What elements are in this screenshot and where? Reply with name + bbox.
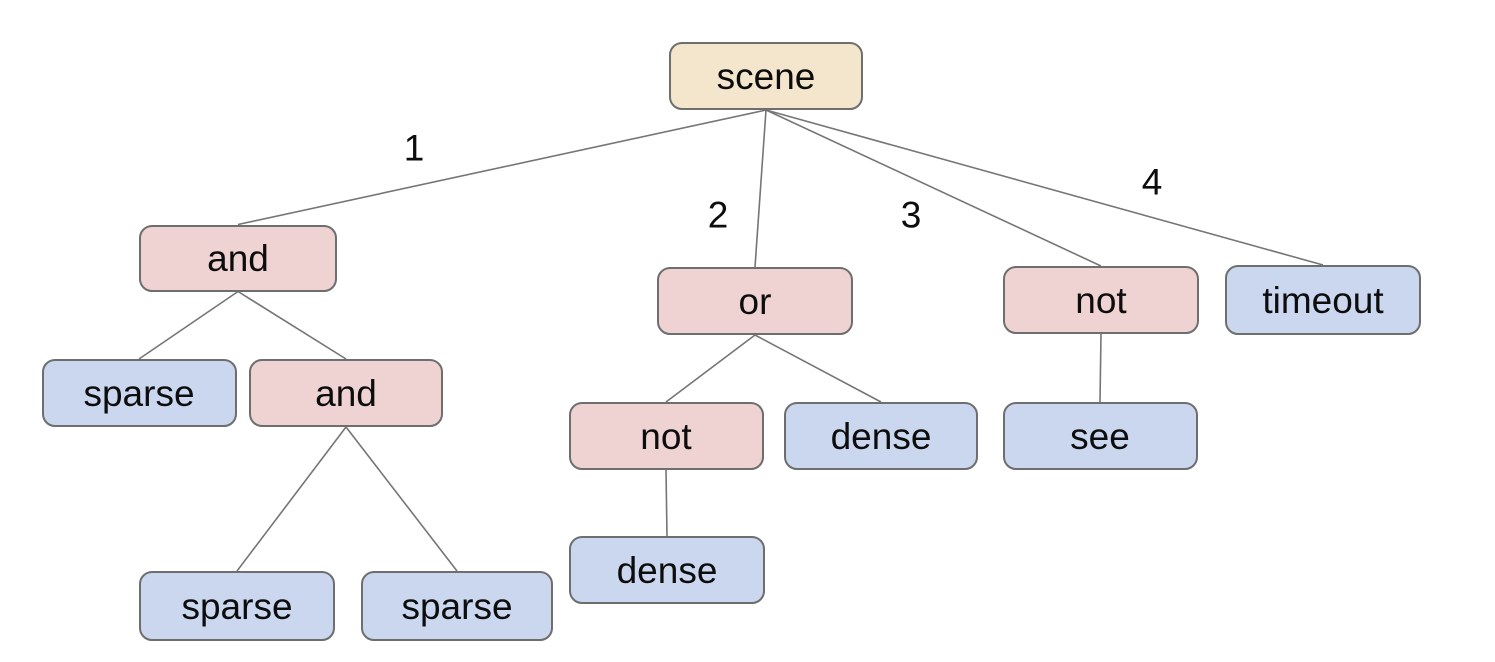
edge-or-1-to-not-2	[665, 334, 756, 403]
node-label: sparse	[83, 372, 195, 414]
edge-label-2: 2	[707, 194, 729, 236]
node-label: sparse	[181, 585, 293, 627]
node-or-1: or	[657, 267, 853, 335]
node-timeout-1: timeout	[1225, 265, 1421, 335]
node-not-1: not	[1003, 266, 1199, 334]
edge-and-2-to-sparse-3	[345, 426, 458, 572]
node-sparse-1: sparse	[41, 359, 237, 427]
node-label: see	[1070, 415, 1130, 457]
edge-label-3: 3	[900, 194, 922, 236]
edge-scene-to-not-1	[765, 109, 1102, 267]
node-dense-1: dense	[784, 402, 978, 470]
node-sparse-3: sparse	[361, 571, 553, 641]
edge-scene-to-and-1	[237, 109, 767, 226]
node-and-2: and	[249, 359, 443, 427]
edge-label-1: 1	[403, 127, 425, 169]
node-label: dense	[616, 549, 718, 591]
edge-and-1-to-sparse-1	[138, 290, 239, 360]
node-sparse-2: sparse	[139, 571, 335, 641]
node-label: or	[738, 280, 772, 322]
edge-not-1-to-see-1	[1099, 333, 1102, 403]
edge-not-2-to-dense-2	[665, 469, 668, 537]
node-label: and	[207, 237, 269, 279]
node-label: dense	[830, 415, 932, 457]
edge-and-1-to-and-2	[237, 290, 347, 360]
edge-scene-to-timeout-1	[765, 109, 1324, 266]
node-label: timeout	[1262, 279, 1384, 321]
node-label: sparse	[401, 585, 513, 627]
node-dense-2: dense	[569, 536, 765, 604]
node-and-1: and	[139, 224, 337, 292]
node-see-1: see	[1002, 402, 1198, 470]
node-label: not	[1075, 279, 1127, 321]
edge-or-1-to-dense-1	[754, 334, 882, 403]
node-label: not	[640, 415, 692, 457]
edge-and-2-to-sparse-2	[236, 426, 347, 572]
node-scene: scene	[669, 42, 863, 110]
edge-label-4: 4	[1141, 161, 1163, 203]
node-label: scene	[716, 55, 816, 97]
node-label: and	[315, 372, 377, 414]
edge-scene-to-or-1	[754, 109, 767, 268]
node-not-2: not	[568, 402, 764, 470]
